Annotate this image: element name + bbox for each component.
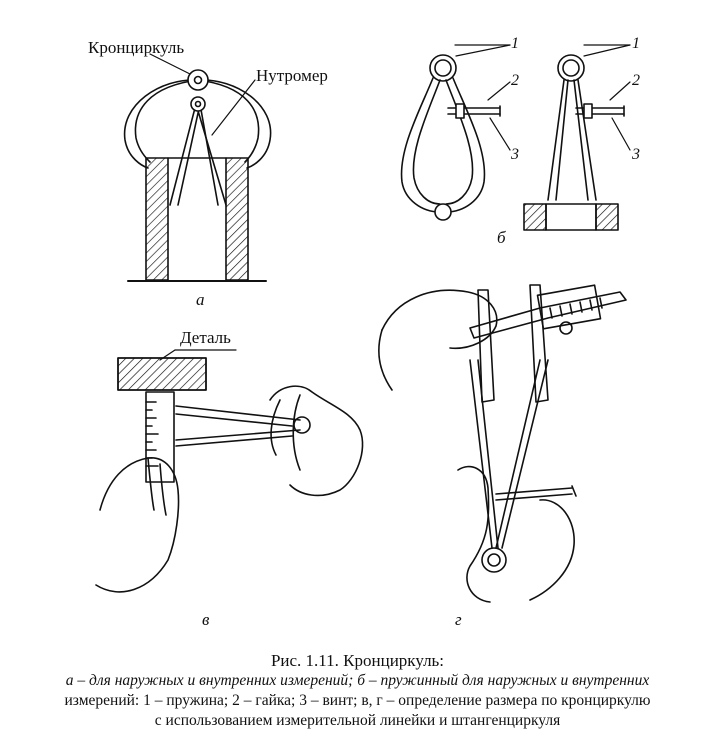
caption-title: Рис. 1.11. Кронциркуль: (270, 651, 445, 670)
inside-caliper-icon (169, 96, 227, 206)
label-num-3b: 3 (632, 146, 640, 163)
caption-line-1: а – для наружных и внутренних измерений;… (65, 672, 650, 689)
label-num-2b: 2 (632, 72, 640, 89)
figure-caption: Рис. 1.11. Кронциркуль: а – для наружных… (0, 651, 715, 731)
vernier-caliper-icon (469, 284, 627, 403)
spring-caliper-inside-icon (523, 44, 631, 231)
label-panel-g: г (455, 610, 462, 629)
panel-b-spring-calipers (400, 44, 631, 231)
panel-g-vernier-measurement (378, 284, 627, 603)
label-panel-v: в (202, 610, 210, 629)
label-detal: Деталь (180, 328, 231, 347)
label-nutromer: Нутромер (256, 66, 328, 85)
label-num-1a: 1 (511, 35, 519, 52)
hand-top-icon (378, 289, 498, 391)
figure-illustration: Кронциркуль Нутромер а б Деталь в г 1 2 … (88, 35, 640, 629)
label-num-1b: 1 (632, 35, 640, 52)
caption-line-3: с использованием измерительной линейки и… (154, 712, 561, 729)
label-panel-b: б (497, 228, 506, 247)
spring-caliper-icon (400, 44, 511, 221)
caption-line-2: измерений: 1 – пружина; 2 – гайка; 3 – в… (64, 692, 651, 709)
label-num-2a: 2 (511, 72, 519, 89)
label-panel-a: а (196, 290, 205, 309)
panel-v-ruler-measurement (95, 349, 364, 593)
label-num-3a: 3 (511, 146, 519, 163)
caliper-icon (123, 69, 272, 169)
label-kronzirkul: Кронциркуль (88, 38, 185, 57)
panel-a-caliper-and-inside-caliper (123, 53, 272, 282)
hand-icon (95, 457, 180, 593)
hand-right-icon (269, 385, 364, 497)
hand-bottom-icon (457, 465, 575, 603)
